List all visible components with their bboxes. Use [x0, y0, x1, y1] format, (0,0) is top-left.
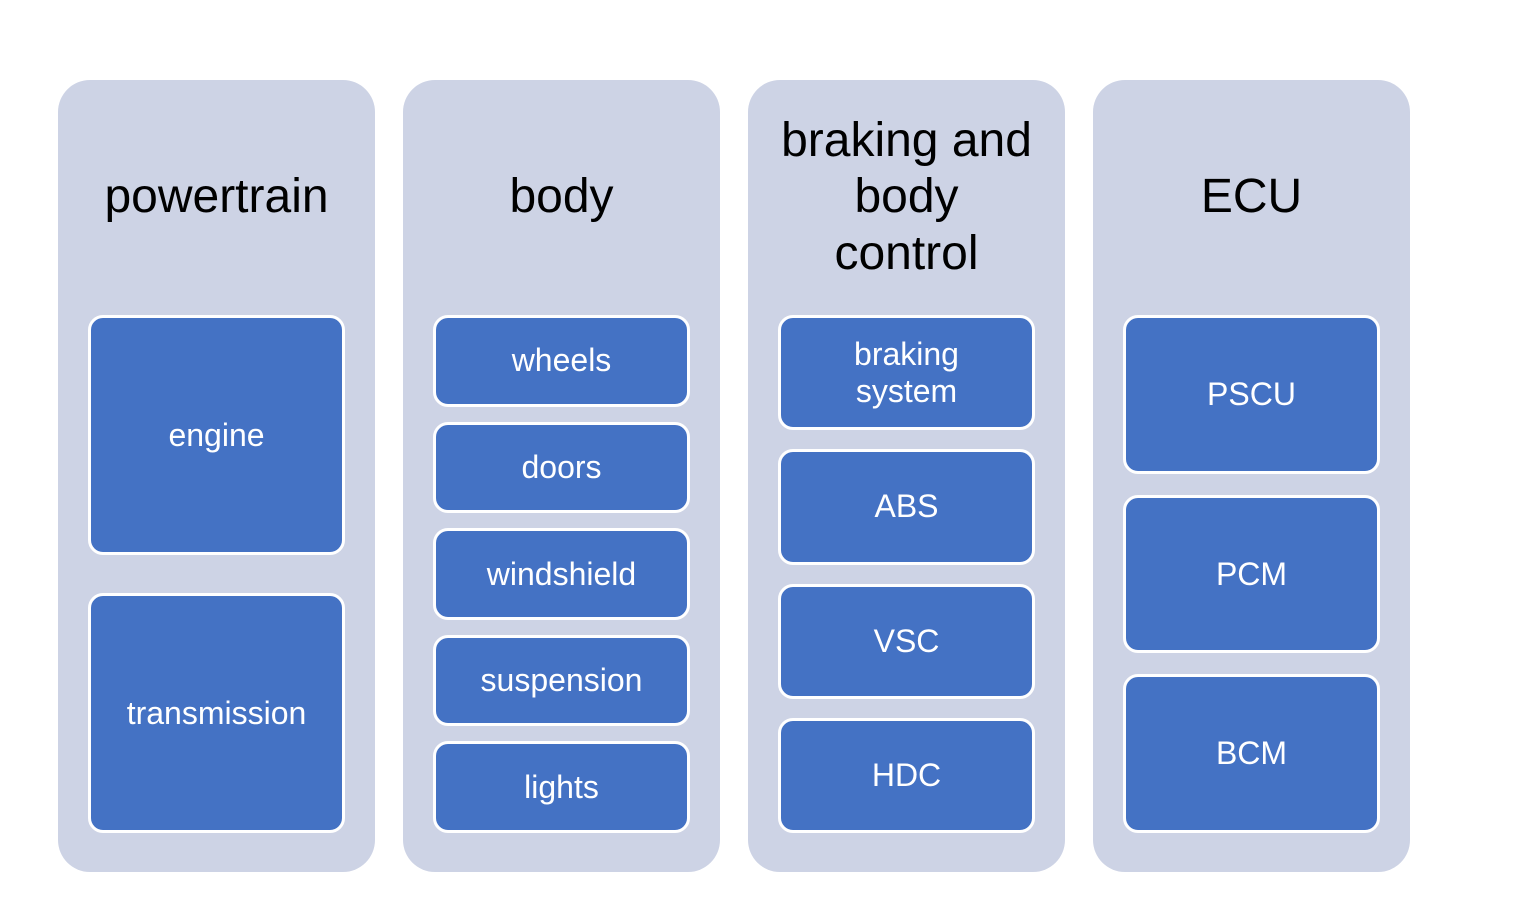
node-suspension: suspension [433, 634, 690, 727]
node-label: suspension [480, 662, 643, 699]
node-lights: lights [433, 741, 690, 833]
node-label: doors [521, 448, 602, 485]
column-title-label: braking and body control [781, 113, 1032, 280]
node-label: HDC [871, 756, 942, 793]
node-label: ABS [874, 488, 939, 525]
node-bcm: BCM [1123, 674, 1380, 834]
items-list: braking system ABS VSC HDC [778, 315, 1035, 833]
items-list: engine transmission [88, 315, 345, 833]
node-pcm: PCM [1123, 494, 1380, 654]
node-label: lights [524, 768, 599, 805]
node-label: windshield [486, 555, 637, 592]
node-label: engine [168, 416, 265, 453]
items-list: PSCU PCM BCM [1123, 315, 1380, 834]
items-list: wheels doors windshield suspension light… [433, 315, 690, 833]
column-title-label: body [509, 170, 614, 224]
node-transmission: transmission [88, 593, 345, 833]
node-label: braking system [854, 335, 959, 409]
node-label: PCM [1215, 555, 1288, 592]
node-label: VSC [873, 622, 940, 659]
column-title: braking and body control [778, 80, 1035, 315]
node-label: wheels [511, 342, 612, 379]
column-title-label: powertrain [104, 170, 329, 224]
node-vsc: VSC [778, 583, 1035, 699]
node-engine: engine [88, 315, 345, 555]
node-braking-system: braking system [778, 315, 1035, 431]
node-hdc: HDC [778, 717, 1035, 833]
node-wheels: wheels [433, 315, 690, 407]
node-label: PSCU [1207, 375, 1296, 412]
column-title: body [433, 80, 690, 315]
column-body: body wheels doors windshield suspension … [403, 80, 720, 872]
column-ecu: ECU PSCU PCM BCM [1093, 80, 1410, 872]
node-pscu: PSCU [1123, 315, 1380, 474]
column-powertrain: powertrain engine transmission [58, 80, 375, 872]
node-label: transmission [126, 694, 307, 731]
column-title: powertrain [88, 80, 345, 315]
node-label: BCM [1215, 735, 1288, 772]
column-title: ECU [1123, 80, 1380, 315]
node-doors: doors [433, 421, 690, 514]
node-abs: ABS [778, 449, 1035, 565]
column-group: powertrain engine transmission body whee… [58, 80, 1410, 872]
column-title-label: ECU [1200, 170, 1303, 224]
column-braking-and-body-control: braking and body control braking system … [748, 80, 1065, 872]
node-windshield: windshield [433, 528, 690, 620]
